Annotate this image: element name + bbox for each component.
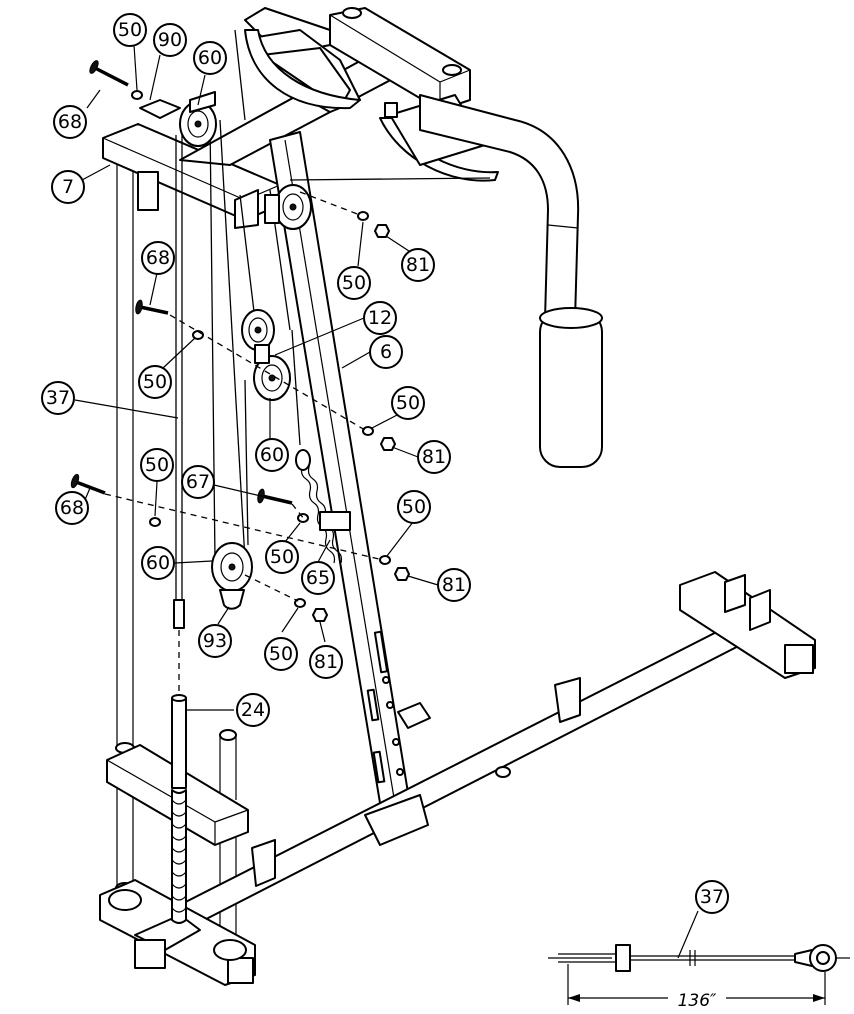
callout-81: 81 [309, 645, 343, 679]
callout-68: 68 [141, 241, 175, 275]
leg-roller-pad [539, 307, 603, 468]
pulley-top-left [139, 91, 217, 147]
svg-text:60: 60 [260, 444, 284, 466]
frame-artwork [70, 7, 816, 986]
svg-text:81: 81 [442, 574, 466, 596]
top-crossbar [102, 49, 401, 229]
callout-37: 37 [695, 880, 729, 914]
svg-text:50: 50 [118, 19, 142, 41]
cable-dimension: 136″ [567, 964, 826, 1011]
callout-67: 67 [181, 465, 215, 499]
front-foot [99, 879, 256, 986]
cable-length-label: 136″ [678, 991, 717, 1011]
svg-text:81: 81 [406, 254, 430, 276]
svg-text:50: 50 [402, 496, 426, 518]
callout-65: 65 [301, 561, 335, 595]
base-bracket-front [251, 839, 276, 887]
svg-text:37: 37 [46, 387, 70, 409]
selector-stem [171, 694, 187, 924]
svg-text:50: 50 [396, 392, 420, 414]
callout-90: 90 [153, 23, 187, 57]
svg-text:50: 50 [145, 454, 169, 476]
callout-68: 68 [55, 491, 89, 525]
pulley-mid-lower [253, 344, 291, 401]
cable-detail [548, 910, 850, 972]
pulley-top-right [264, 184, 312, 230]
callout-24: 24 [236, 693, 270, 727]
svg-text:93: 93 [203, 630, 227, 652]
svg-text:50: 50 [342, 272, 366, 294]
svg-text:50: 50 [143, 371, 167, 393]
base-bracket-mid [554, 677, 581, 723]
svg-text:50: 50 [270, 546, 294, 568]
callout-60: 60 [193, 41, 227, 75]
bolt-68-low [70, 473, 106, 495]
callout-68: 68 [53, 105, 87, 139]
svg-text:68: 68 [60, 497, 84, 519]
top-rear-frame [244, 7, 471, 113]
svg-text:37: 37 [700, 886, 724, 908]
bolt-68-top [89, 60, 129, 87]
callout-81: 81 [417, 440, 451, 474]
chain [295, 449, 351, 564]
base-beam [159, 614, 761, 936]
svg-text:67: 67 [186, 471, 210, 493]
callout-50: 50 [138, 365, 172, 399]
svg-text:81: 81 [314, 651, 338, 673]
main-upright [269, 131, 431, 816]
callout-81: 81 [401, 248, 435, 282]
leader-lines [74, 44, 439, 711]
callout-50: 50 [397, 490, 431, 524]
svg-text:12: 12 [368, 307, 392, 329]
svg-text:7: 7 [62, 176, 74, 198]
callout-50: 50 [140, 448, 174, 482]
leg-tube [419, 94, 580, 321]
svg-text:90: 90 [158, 29, 182, 51]
callout-50: 50 [391, 386, 425, 420]
callout-60: 60 [141, 546, 175, 580]
svg-text:68: 68 [146, 247, 170, 269]
assembly-dashed-lines [104, 191, 384, 602]
svg-text:81: 81 [422, 446, 446, 468]
callout-6: 6 [369, 335, 403, 369]
callout-12: 12 [363, 301, 397, 335]
svg-text:60: 60 [198, 47, 222, 69]
pulley-bottom [211, 542, 253, 610]
callouts: 50 90 60 68 7 50 81 68 12 6 50 [41, 13, 729, 914]
svg-text:68: 68 [58, 111, 82, 133]
callout-60: 60 [255, 438, 289, 472]
svg-text:65: 65 [306, 567, 330, 589]
svg-text:6: 6 [380, 341, 392, 363]
svg-text:50: 50 [269, 643, 293, 665]
svg-text:24: 24 [241, 699, 265, 721]
callout-50: 50 [113, 13, 147, 47]
rear-foot [679, 571, 816, 679]
callout-81: 81 [437, 568, 471, 602]
callout-50: 50 [264, 637, 298, 671]
svg-text:60: 60 [146, 552, 170, 574]
bolt-68-mid [135, 299, 169, 315]
callout-50: 50 [337, 266, 371, 300]
callout-93: 93 [198, 624, 232, 658]
callout-7: 7 [51, 170, 85, 204]
callout-50: 50 [265, 540, 299, 574]
callout-37: 37 [41, 381, 75, 415]
